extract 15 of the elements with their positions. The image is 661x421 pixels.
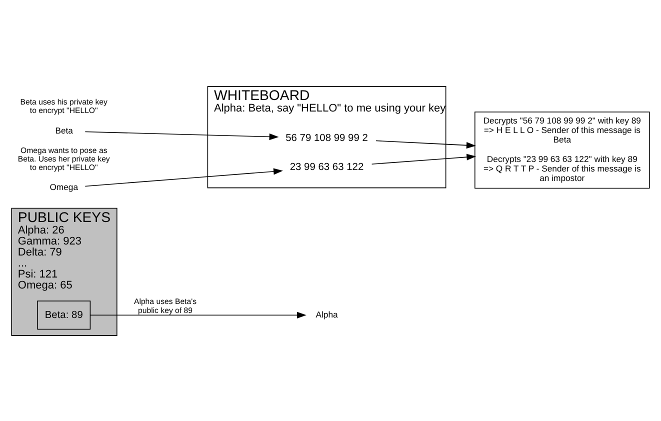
node-label: Beta uses his private key to encrypt "HELLO" [20, 97, 108, 115]
node-box: Beta: 89 [37, 300, 91, 330]
node-text: 23 99 63 63 122 [290, 162, 364, 173]
node-text: Beta [55, 124, 73, 135]
arrow [371, 153, 476, 164]
node-label: Omega wants to pose as Beta. Uses her private key to encrypt "HELLO" [18, 145, 110, 172]
arrow [90, 311, 306, 318]
node-box: Decrypts "56 79 108 99 99 2" with key 89 => H E L L O - Sender of this message is Beta Decrypts "23 99 63 63 122" with key 89 => Q R T T P - Sender of this message is an impostor [474, 111, 650, 188]
node-text: 56 79 108 99 99 2 [286, 132, 368, 144]
node-text: Alpha [316, 308, 338, 319]
node-text: Omega [50, 182, 78, 192]
arrow [84, 168, 283, 186]
arrow [84, 130, 279, 140]
arrow [376, 140, 476, 148]
edge-label: Alpha uses Beta's public key of 89 [134, 296, 197, 314]
